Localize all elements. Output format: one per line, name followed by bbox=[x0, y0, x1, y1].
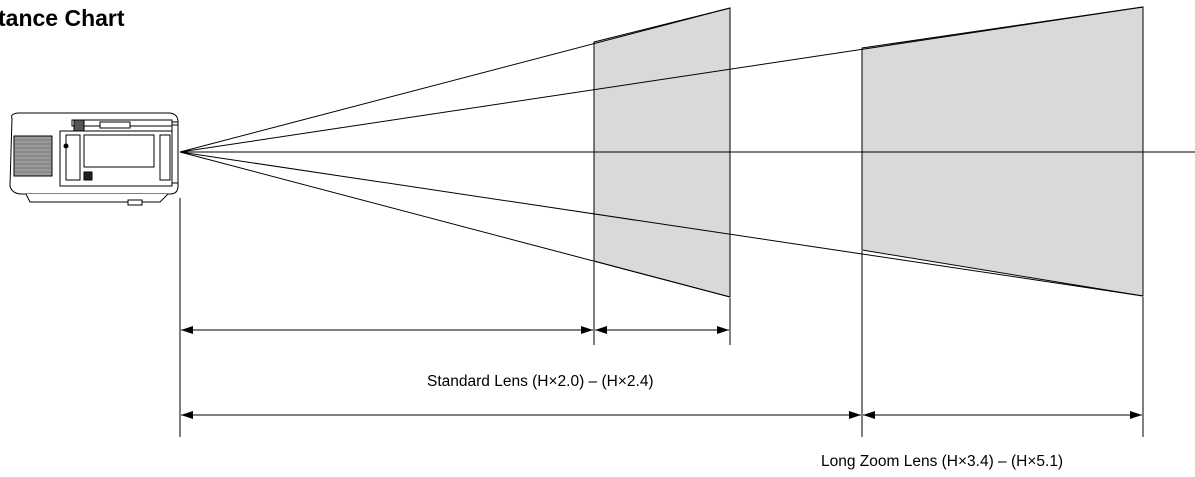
projector-icon bbox=[9, 112, 179, 206]
standard-lens-label: Standard Lens (H×2.0) – (H×2.4) bbox=[427, 373, 654, 390]
reference-lines bbox=[179, 198, 1144, 437]
long-zoom-lens-label: Long Zoom Lens (H×3.4) – (H×5.1) bbox=[821, 453, 1063, 470]
chart-title: tance Chart bbox=[0, 5, 125, 31]
distance-arrows bbox=[181, 326, 1142, 419]
projection-rays bbox=[179, 6, 1195, 298]
